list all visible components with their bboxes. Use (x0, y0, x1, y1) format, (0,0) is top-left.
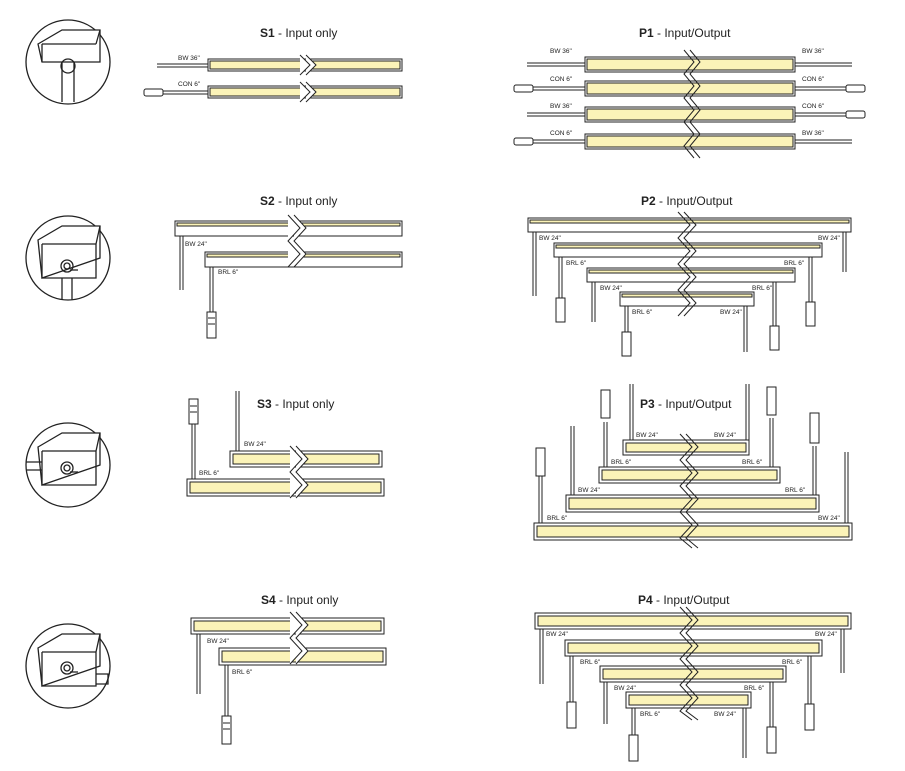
p3-label-brl6-right-1: BRL 6" (742, 459, 763, 466)
p1-diagram (513, 49, 866, 159)
p4-label-brl6-left-2: BRL 6" (640, 711, 661, 718)
p3-label-bw24-right-2: BW 24" (818, 515, 841, 522)
s1-label-con6: CON 6" (178, 81, 201, 88)
s1-diagram (143, 54, 403, 103)
s2-label-bw24: BW 24" (185, 241, 208, 248)
profile-bottom-connector-icon (25, 623, 111, 709)
p1-label-bw36-right-2: BW 36" (802, 130, 825, 137)
s3-label-bw24: BW 24" (244, 441, 267, 448)
profile-cable-icon (25, 19, 111, 105)
section-title-p3: P3 - Input/Output (640, 397, 732, 411)
p4-diagram (534, 606, 852, 762)
section-title-p4: P4 - Input/Output (638, 593, 730, 607)
profile-connector-icon (25, 215, 111, 301)
p2-label-bw24-right-2: BW 24" (720, 309, 743, 316)
p4-label-bw24-right-2: BW 24" (714, 711, 737, 718)
p2-diagram (527, 211, 852, 357)
profile-side-connector-icon (25, 422, 111, 508)
s3-diagram (186, 391, 385, 499)
p3-label-bw24-left-2: BW 24" (578, 487, 601, 494)
p4-label-brl6-left-1: BRL 6" (580, 659, 601, 666)
p1-label-con6-left: CON 6" (550, 76, 573, 83)
p1-label-bw36-left: BW 36" (550, 48, 573, 55)
section-title-s4: S4 - Input only (261, 593, 338, 607)
section-title-p1: P1 - Input/Output (639, 26, 731, 40)
p3-label-brl6-right-2: BRL 6" (785, 487, 806, 494)
s2-label-brl6: BRL 6" (218, 269, 239, 276)
p1-label-con6-right-2: CON 6" (802, 103, 825, 110)
section-title-p2: P2 - Input/Output (641, 194, 733, 208)
p2-label-bw24-left-2: BW 24" (600, 285, 623, 292)
p4-label-bw24-left-1: BW 24" (546, 631, 569, 638)
p2-label-brl6-left-2: BRL 6" (632, 309, 653, 316)
s2-diagram (174, 214, 403, 339)
p1-label-con6-right: CON 6" (802, 76, 825, 83)
p2-label-bw24-left-1: BW 24" (539, 235, 562, 242)
section-title-s2: S2 - Input only (260, 194, 337, 208)
section-title-s3: S3 - Input only (257, 397, 334, 411)
p2-label-bw24-right-1: BW 24" (818, 235, 841, 242)
s4-diagram (190, 611, 387, 745)
p4-label-bw24-right-1: BW 24" (815, 631, 838, 638)
p4-label-brl6-right-2: BRL 6" (744, 685, 765, 692)
s3-label-brl6: BRL 6" (199, 470, 220, 477)
section-title-s1: S1 - Input only (260, 26, 337, 40)
s4-label-bw24: BW 24" (207, 638, 230, 645)
p3-diagram (533, 384, 853, 549)
p1-label-bw36-right: BW 36" (802, 48, 825, 55)
p3-label-bw24-left-1: BW 24" (636, 432, 659, 439)
p3-label-brl6-left-2: BRL 6" (547, 515, 568, 522)
p3-label-brl6-left-1: BRL 6" (611, 459, 632, 466)
p2-label-brl6-right-1: BRL 6" (784, 260, 805, 267)
p4-label-bw24-left-2: BW 24" (614, 685, 637, 692)
p1-label-bw36-left-2: BW 36" (550, 103, 573, 110)
p2-label-brl6-left-1: BRL 6" (566, 260, 587, 267)
p2-label-brl6-right-2: BRL 6" (752, 285, 773, 292)
s4-label-brl6: BRL 6" (232, 669, 253, 676)
p3-label-bw24-right-1: BW 24" (714, 432, 737, 439)
p1-label-con6-left-2: CON 6" (550, 130, 573, 137)
s1-label-bw36: BW 36" (178, 55, 201, 62)
p4-label-brl6-right-1: BRL 6" (782, 659, 803, 666)
